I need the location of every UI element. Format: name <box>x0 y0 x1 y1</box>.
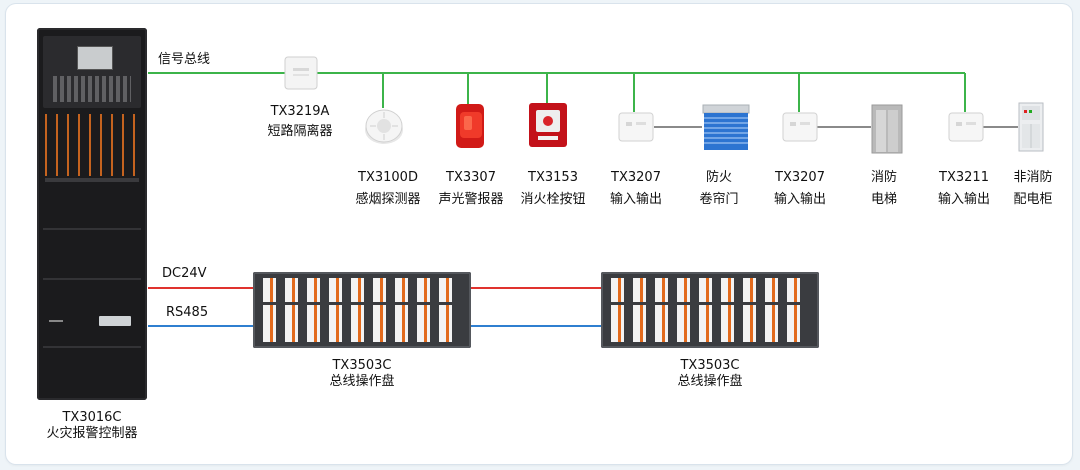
alarm-siren-icon <box>452 102 490 154</box>
device-label: 消防 电梯 <box>852 170 916 208</box>
bus-operation-panel <box>253 272 471 348</box>
hydrant-button-icon <box>528 102 568 152</box>
device-label: 非消防 配电柜 <box>1004 170 1062 208</box>
fire-shutter-icon <box>702 104 750 156</box>
device-model: TX3207 <box>775 170 825 185</box>
controller-panel-seam <box>43 346 141 348</box>
isolator-label: TX3219A 短路隔离器 <box>250 104 350 140</box>
device-name-line: 卷帘门 <box>699 192 739 207</box>
smoke-detector-icon <box>364 104 404 150</box>
controller-display-panel <box>43 36 141 108</box>
device-name: 消火栓按钮 <box>520 192 586 207</box>
panel-key-strip <box>611 278 809 342</box>
device-model: TX3307 <box>446 170 496 185</box>
isolator-name: 短路隔离器 <box>267 124 333 139</box>
device-name: 输入输出 <box>773 192 826 207</box>
controller-keypad <box>53 76 131 102</box>
controller-brand-tag <box>49 320 63 322</box>
controller-name: 火灾报警控制器 <box>46 426 138 441</box>
device-name-line: 配电柜 <box>1013 192 1053 207</box>
controller-name-plate <box>99 316 131 326</box>
elevator-icon <box>871 104 903 158</box>
controller-model: TX3016C <box>62 410 122 425</box>
signal-bus-label: 信号总线 <box>158 52 211 67</box>
io-module-icon <box>948 112 984 146</box>
device-name-line: 防火 <box>705 170 732 185</box>
controller-label: TX3016C 火灾报警控制器 <box>26 410 158 442</box>
distribution-cabinet-icon <box>1018 102 1044 156</box>
bus-operation-panel <box>601 272 819 348</box>
panel-label: TX3503C 总线操作盘 <box>300 358 424 390</box>
controller-indicator-leds <box>45 114 139 176</box>
rs485-label: RS485 <box>166 305 209 320</box>
device-name: 感烟探测器 <box>355 192 421 207</box>
io-module-icon <box>618 112 654 146</box>
panel-key-strip <box>263 278 461 342</box>
controller-panel-seam <box>43 228 141 230</box>
device-label: 防火 卷帘门 <box>686 170 752 208</box>
device-model: TX3211 <box>939 170 989 185</box>
device-name-line: 非消防 <box>1013 170 1053 185</box>
panel-divider <box>611 302 809 305</box>
device-name: 输入输出 <box>937 192 990 207</box>
panel-model: TX3503C <box>332 358 392 373</box>
isolator-model: TX3219A <box>270 104 330 119</box>
device-label: TX3207 输入输出 <box>762 170 838 208</box>
dc24v-label: DC24V <box>162 266 207 281</box>
controller-panel-seam <box>43 278 141 280</box>
device-label: TX3307 声光警报器 <box>432 170 510 208</box>
device-name: 声光警报器 <box>438 192 504 207</box>
device-label: TX3207 输入输出 <box>598 170 674 208</box>
device-label: TX3153 消火栓按钮 <box>514 170 592 208</box>
panel-model: TX3503C <box>680 358 740 373</box>
panel-divider <box>263 302 461 305</box>
controller-screen <box>77 46 113 70</box>
device-model: TX3207 <box>611 170 661 185</box>
controller-divider <box>45 178 139 182</box>
device-label: TX3211 输入输出 <box>926 170 1002 208</box>
device-label: TX3100D 感烟探测器 <box>350 170 426 208</box>
device-name: 输入输出 <box>609 192 662 207</box>
diagram-frame <box>6 4 1072 464</box>
isolator-module-icon <box>284 56 318 94</box>
device-name-line: 电梯 <box>870 192 897 207</box>
io-module-icon <box>782 112 818 146</box>
device-model: TX3100D <box>358 170 418 185</box>
fire-alarm-controller-cabinet <box>37 28 147 400</box>
panel-name: 总线操作盘 <box>677 374 743 389</box>
device-name-line: 消防 <box>870 170 897 185</box>
panel-name: 总线操作盘 <box>329 374 395 389</box>
panel-label: TX3503C 总线操作盘 <box>648 358 772 390</box>
device-model: TX3153 <box>528 170 578 185</box>
